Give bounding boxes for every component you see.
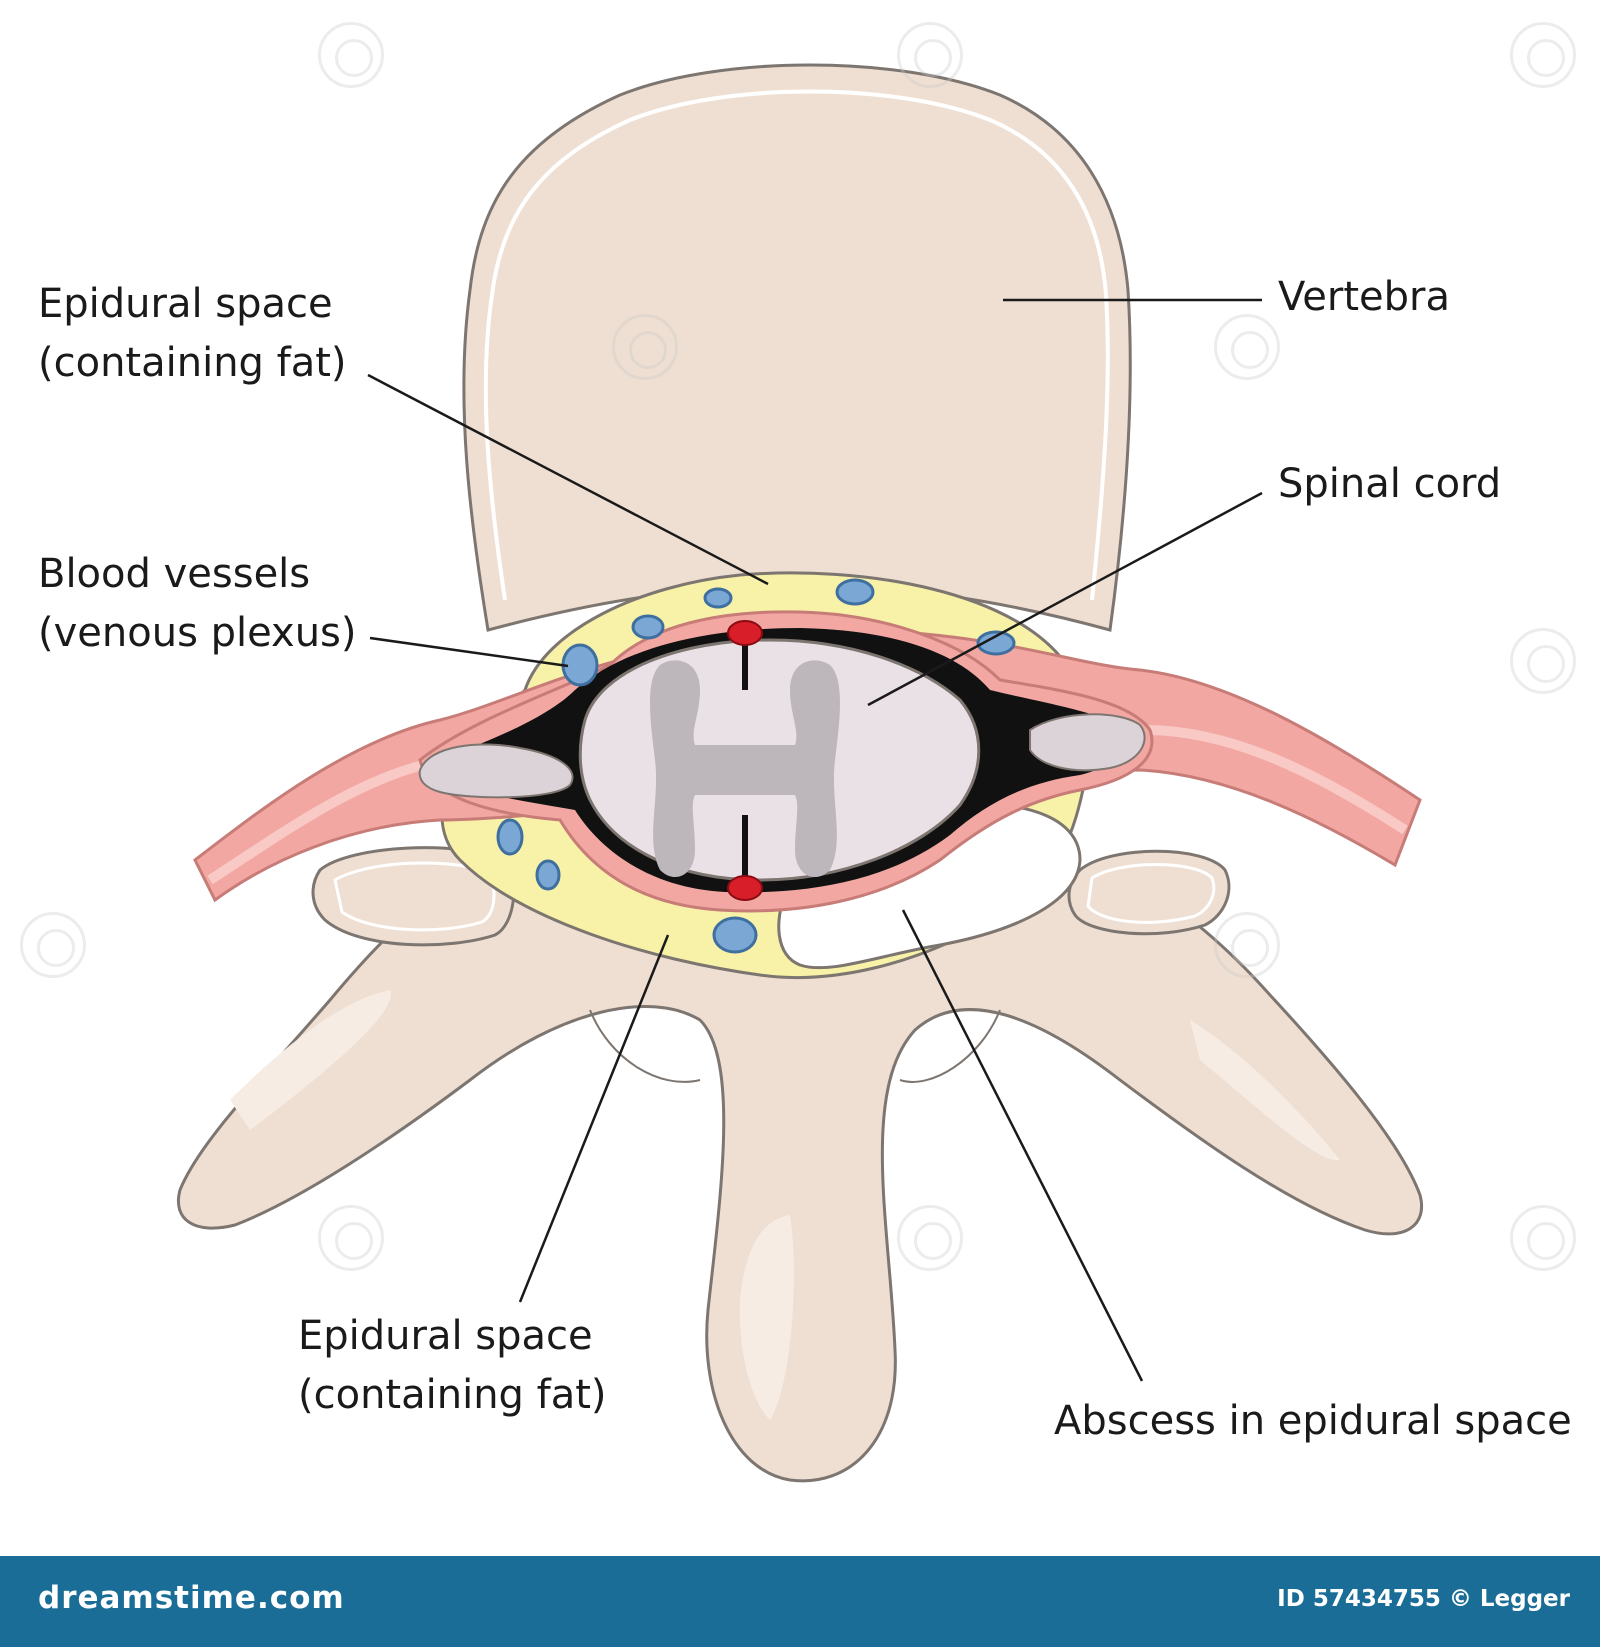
footer-bar: dreamstime.com ID 57434755 © Legger	[0, 1556, 1600, 1647]
vertebral-body-rim	[483, 89, 1110, 601]
left-articular-facet	[311, 846, 516, 947]
label-epidural-space-bottom-line2: (containing fat)	[298, 1372, 607, 1418]
vein	[976, 630, 1016, 656]
left-nerve-root	[418, 743, 574, 799]
label-blood-vessels: Blood vessels (venous plexus)	[38, 545, 357, 663]
leader-lines	[367, 298, 1263, 1382]
watermark-mark	[612, 314, 678, 380]
label-blood-vessels-line1: Blood vessels	[38, 551, 311, 597]
anterior-spinal-artery	[727, 875, 763, 901]
label-epidural-space-bottom-line1: Epidural space	[298, 1313, 593, 1359]
arch-shading-right	[1190, 1020, 1340, 1161]
grey-matter	[650, 660, 840, 878]
footer-credit: ID 57434755 © Legger	[1277, 1586, 1570, 1612]
posterior-spinal-artery	[727, 620, 763, 646]
watermark-mark	[1510, 22, 1576, 88]
vertebral-body	[462, 63, 1132, 632]
spine-cross-section-diagram	[177, 63, 1423, 1483]
watermark-mark	[1214, 314, 1280, 380]
vein	[631, 614, 665, 640]
label-vertebra: Vertebra	[1278, 274, 1450, 320]
vein	[496, 818, 524, 856]
left-facet-inner	[333, 861, 496, 932]
vein	[835, 578, 875, 606]
label-epidural-space-top-line2: (containing fat)	[38, 340, 347, 386]
vein	[703, 587, 733, 609]
watermark-mark	[318, 1205, 384, 1271]
vertebral-arch	[177, 868, 1423, 1483]
label-epidural-space-top: Epidural space (containing fat)	[38, 275, 347, 393]
right-facet-inner	[1086, 863, 1216, 924]
watermark-mark	[897, 1205, 963, 1271]
arch-shading-left	[230, 990, 391, 1130]
vein	[535, 859, 561, 891]
leader-abscess	[901, 909, 1144, 1382]
watermark-mark	[1214, 912, 1280, 978]
arch-detail-line-left	[589, 1009, 701, 1083]
label-abscess: Abscess in epidural space	[1054, 1398, 1572, 1444]
watermark-mark	[1510, 628, 1576, 694]
venous-plexus	[496, 578, 1016, 954]
label-blood-vessels-line2: (venous plexus)	[38, 610, 357, 656]
watermark-mark	[1510, 1205, 1576, 1271]
leader-spinal-cord	[867, 491, 1263, 707]
leader-epidural-top	[367, 373, 769, 586]
right-nerve-root	[1029, 713, 1146, 772]
watermark-mark	[318, 22, 384, 88]
vein	[712, 916, 758, 954]
watermark-mark	[20, 912, 86, 978]
label-epidural-space-bottom: Epidural space (containing fat)	[298, 1307, 607, 1425]
label-epidural-space-top-line1: Epidural space	[38, 281, 333, 327]
arch-detail-line-right	[899, 1009, 1001, 1083]
footer-brand[interactable]: dreamstime.com	[38, 1580, 345, 1616]
leader-blood-vessels	[369, 636, 569, 668]
spinous-shading	[739, 1215, 794, 1420]
label-spinal-cord: Spinal cord	[1278, 461, 1502, 507]
watermark-mark	[897, 22, 963, 88]
leader-epidural-bottom	[518, 934, 670, 1303]
